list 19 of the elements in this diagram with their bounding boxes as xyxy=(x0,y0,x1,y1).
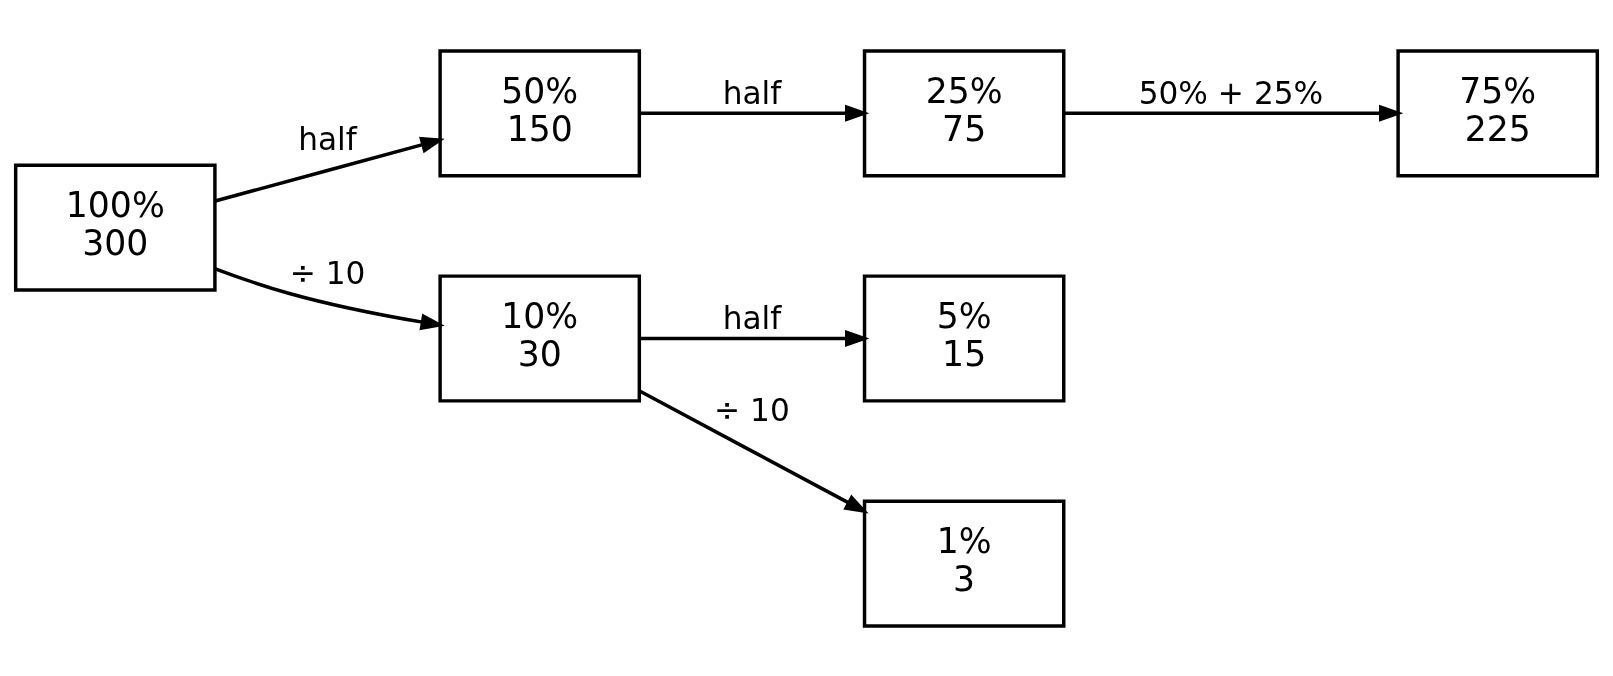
node-box: 25% 75 xyxy=(862,48,1066,177)
edge-label: half xyxy=(298,120,357,157)
edge-label: ÷ 10 xyxy=(289,254,366,291)
arrow xyxy=(1064,104,1404,122)
arrow xyxy=(214,266,445,330)
node-box: 50% 150 xyxy=(438,48,642,177)
node-box: 75% 225 xyxy=(1396,48,1600,177)
edge-label: half xyxy=(722,299,782,336)
arrow xyxy=(639,104,870,122)
node-box: 10% 30 xyxy=(438,273,642,403)
edge-label: half xyxy=(722,74,782,111)
arrow xyxy=(638,389,869,514)
arrow xyxy=(214,136,445,203)
arrow xyxy=(639,329,870,347)
node-box: 100% 300 xyxy=(13,163,217,292)
node-box: 5% 15 xyxy=(862,273,1066,403)
edge-label: ÷ 10 xyxy=(714,391,790,428)
node-box: 1% 3 xyxy=(862,499,1066,628)
edge-label: 50% + 25% xyxy=(1138,74,1324,111)
